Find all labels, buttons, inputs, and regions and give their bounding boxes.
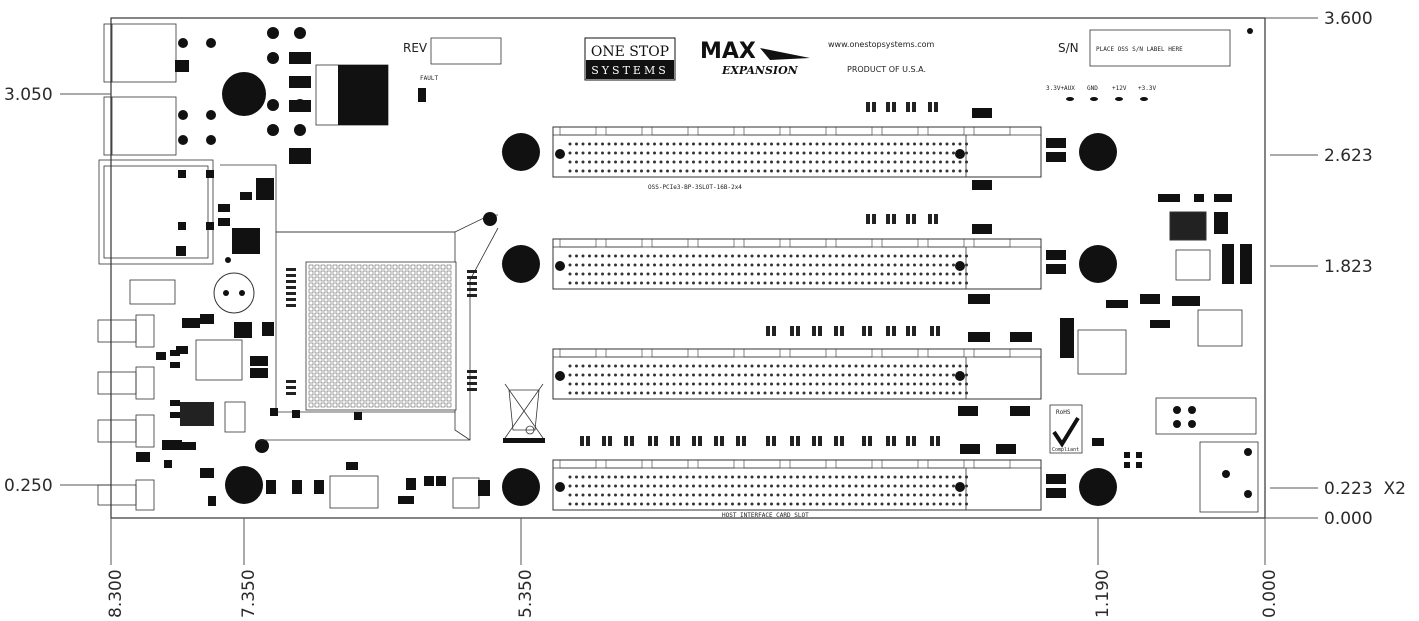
right-dimensions: 3.600 2.623 1.823 0.223 X2 0.000 xyxy=(1265,9,1406,529)
dim-right-3600: 3.600 xyxy=(1324,9,1373,29)
svg-text:SYSTEMS: SYSTEMS xyxy=(591,64,669,77)
fault-label: FAULT xyxy=(420,75,438,82)
website-text: www.onestopsystems.com xyxy=(828,40,935,49)
dim-right-0223: 0.223 X2 xyxy=(1324,479,1406,499)
max-expansion-logo: MAX EXPANSION xyxy=(700,39,810,77)
slot-part-label: OSS-PCIe3-BP-3SLOT-16B-2x4 xyxy=(648,184,742,191)
svg-text:3.3V+AUX: 3.3V+AUX xyxy=(1046,85,1075,92)
dim-bottom-7350: 7.350 xyxy=(239,569,259,618)
right-components xyxy=(1077,211,1259,513)
weee-symbol xyxy=(503,383,545,443)
svg-text:+3.3V: +3.3V xyxy=(1138,85,1156,92)
svg-text:ONE STOP: ONE STOP xyxy=(591,44,669,60)
dim-bottom-5350: 5.350 xyxy=(516,569,536,618)
switch-chip xyxy=(225,212,498,453)
mounting-holes xyxy=(225,133,1117,506)
host-slot-label: HOST INTERFACE CARD SLOT xyxy=(722,512,809,519)
svg-text:MAX: MAX xyxy=(700,39,756,64)
pcie-slot-3 xyxy=(552,348,1042,400)
sn-box xyxy=(1089,29,1231,67)
dim-left-0250: 0.250 xyxy=(4,476,53,496)
dim-right-2623: 2.623 xyxy=(1324,146,1373,166)
svg-text:Compliant: Compliant xyxy=(1052,447,1079,453)
sn-box-text: PLACE OSS S/N LABEL HERE xyxy=(1096,46,1183,53)
oscillator xyxy=(213,272,255,314)
svg-text:+12V: +12V xyxy=(1112,85,1127,92)
pcie-slots xyxy=(552,126,1042,511)
svg-text:RoHS: RoHS xyxy=(1056,409,1071,416)
sn-label: S/N xyxy=(1058,41,1079,55)
pcie-slot-4 xyxy=(552,459,1042,511)
product-of-text: PRODUCT OF U.S.A. xyxy=(847,65,926,74)
bottom-dimensions: 8.300 7.350 5.350 1.190 0.000 xyxy=(106,518,1280,618)
rev-label: REV xyxy=(403,41,428,55)
dim-bottom-8300: 8.300 xyxy=(106,569,126,618)
dim-left-3050: 3.050 xyxy=(4,85,53,105)
power-labels: 3.3V+AUX GND +12V +3.3V xyxy=(1046,85,1156,101)
svg-text:GND: GND xyxy=(1087,85,1098,92)
dim-bottom-1190: 1.190 xyxy=(1093,569,1113,618)
top-left-components: FAULT xyxy=(175,27,438,164)
rohs-mark: RoHS Compliant xyxy=(1049,404,1083,454)
onestop-logo: ONE STOP SYSTEMS xyxy=(584,37,676,81)
dim-right-1823: 1.823 xyxy=(1324,257,1373,277)
left-connectors xyxy=(97,23,214,511)
left-dimensions: 3.050 0.250 xyxy=(4,85,111,496)
bottom-left-components xyxy=(180,178,490,509)
dim-right-0000: 0.000 xyxy=(1324,509,1373,529)
rev-box xyxy=(430,37,502,65)
smd-parts xyxy=(136,102,1252,506)
svg-text:EXPANSION: EXPANSION xyxy=(721,64,799,77)
pcie-slot-1 xyxy=(552,126,1042,178)
pcie-slot-2 xyxy=(552,238,1042,290)
dim-bottom-0000: 0.000 xyxy=(1260,569,1280,618)
